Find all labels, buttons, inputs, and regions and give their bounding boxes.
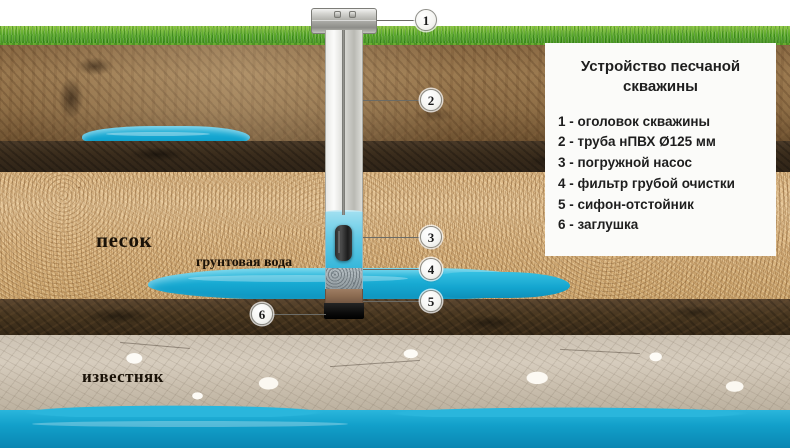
- limestone-crack: [120, 341, 190, 350]
- callout-badge-1[interactable]: 1: [415, 9, 437, 31]
- label-groundwater: грунтовая вода: [196, 255, 293, 270]
- legend-item-3: 3 - погружной насос: [558, 155, 693, 171]
- legend-item-6: 6 - заглушка: [558, 217, 639, 233]
- submersible-pump: [335, 225, 352, 261]
- legend-item-1: 1 - оголовок скважины: [558, 113, 711, 129]
- legend-panel: Устройство песчаной скважины 1 - оголово…: [545, 43, 776, 256]
- legend-title-line1: Устройство песчаной: [580, 58, 741, 75]
- siphon-settler: [325, 289, 363, 304]
- leader-line-1: [377, 20, 415, 21]
- callout-badge-4[interactable]: 4: [420, 258, 442, 280]
- legend-list: 1 - оголовок скважины 2 - труба нПВХ Ø12…: [558, 112, 763, 237]
- callout-badge-5[interactable]: 5: [420, 290, 442, 312]
- leader-line-4: [363, 269, 420, 270]
- legend-item-5: 5 - сифон-отстойник: [558, 196, 694, 212]
- dark-clay-layer-lower: [0, 299, 790, 337]
- sky-band: [0, 0, 790, 27]
- label-sand: песок: [96, 228, 153, 252]
- limestone-crack: [560, 348, 640, 355]
- legend-item-2: 2 - труба нПВХ Ø125 мм: [558, 134, 716, 150]
- bottom-plug: [324, 303, 364, 319]
- leader-line-3: [363, 237, 420, 238]
- callout-badge-2[interactable]: 2: [420, 89, 442, 111]
- callout-badge-6[interactable]: 6: [251, 303, 273, 325]
- leader-line-5: [363, 301, 420, 302]
- groundwater-body-right: [430, 272, 570, 298]
- legend-title: Устройство песчаной скважины: [558, 57, 763, 98]
- limestone-crack: [330, 359, 420, 368]
- leader-line-2: [363, 100, 420, 101]
- legend-item-4: 4 - фильтр грубой очистки: [558, 175, 735, 191]
- leader-line-6: [272, 314, 326, 315]
- limestone-layer: [0, 335, 790, 413]
- cap-bolt-icon: [349, 11, 356, 18]
- artesian-aquifer: [0, 405, 790, 448]
- legend-title-line2: скважины: [623, 78, 698, 96]
- callout-badge-3[interactable]: 3: [420, 226, 442, 248]
- label-limestone: известняк: [82, 367, 164, 386]
- cap-bolt-icon: [334, 11, 341, 18]
- drop-pipe: [342, 30, 345, 215]
- coarse-filter: [325, 268, 363, 290]
